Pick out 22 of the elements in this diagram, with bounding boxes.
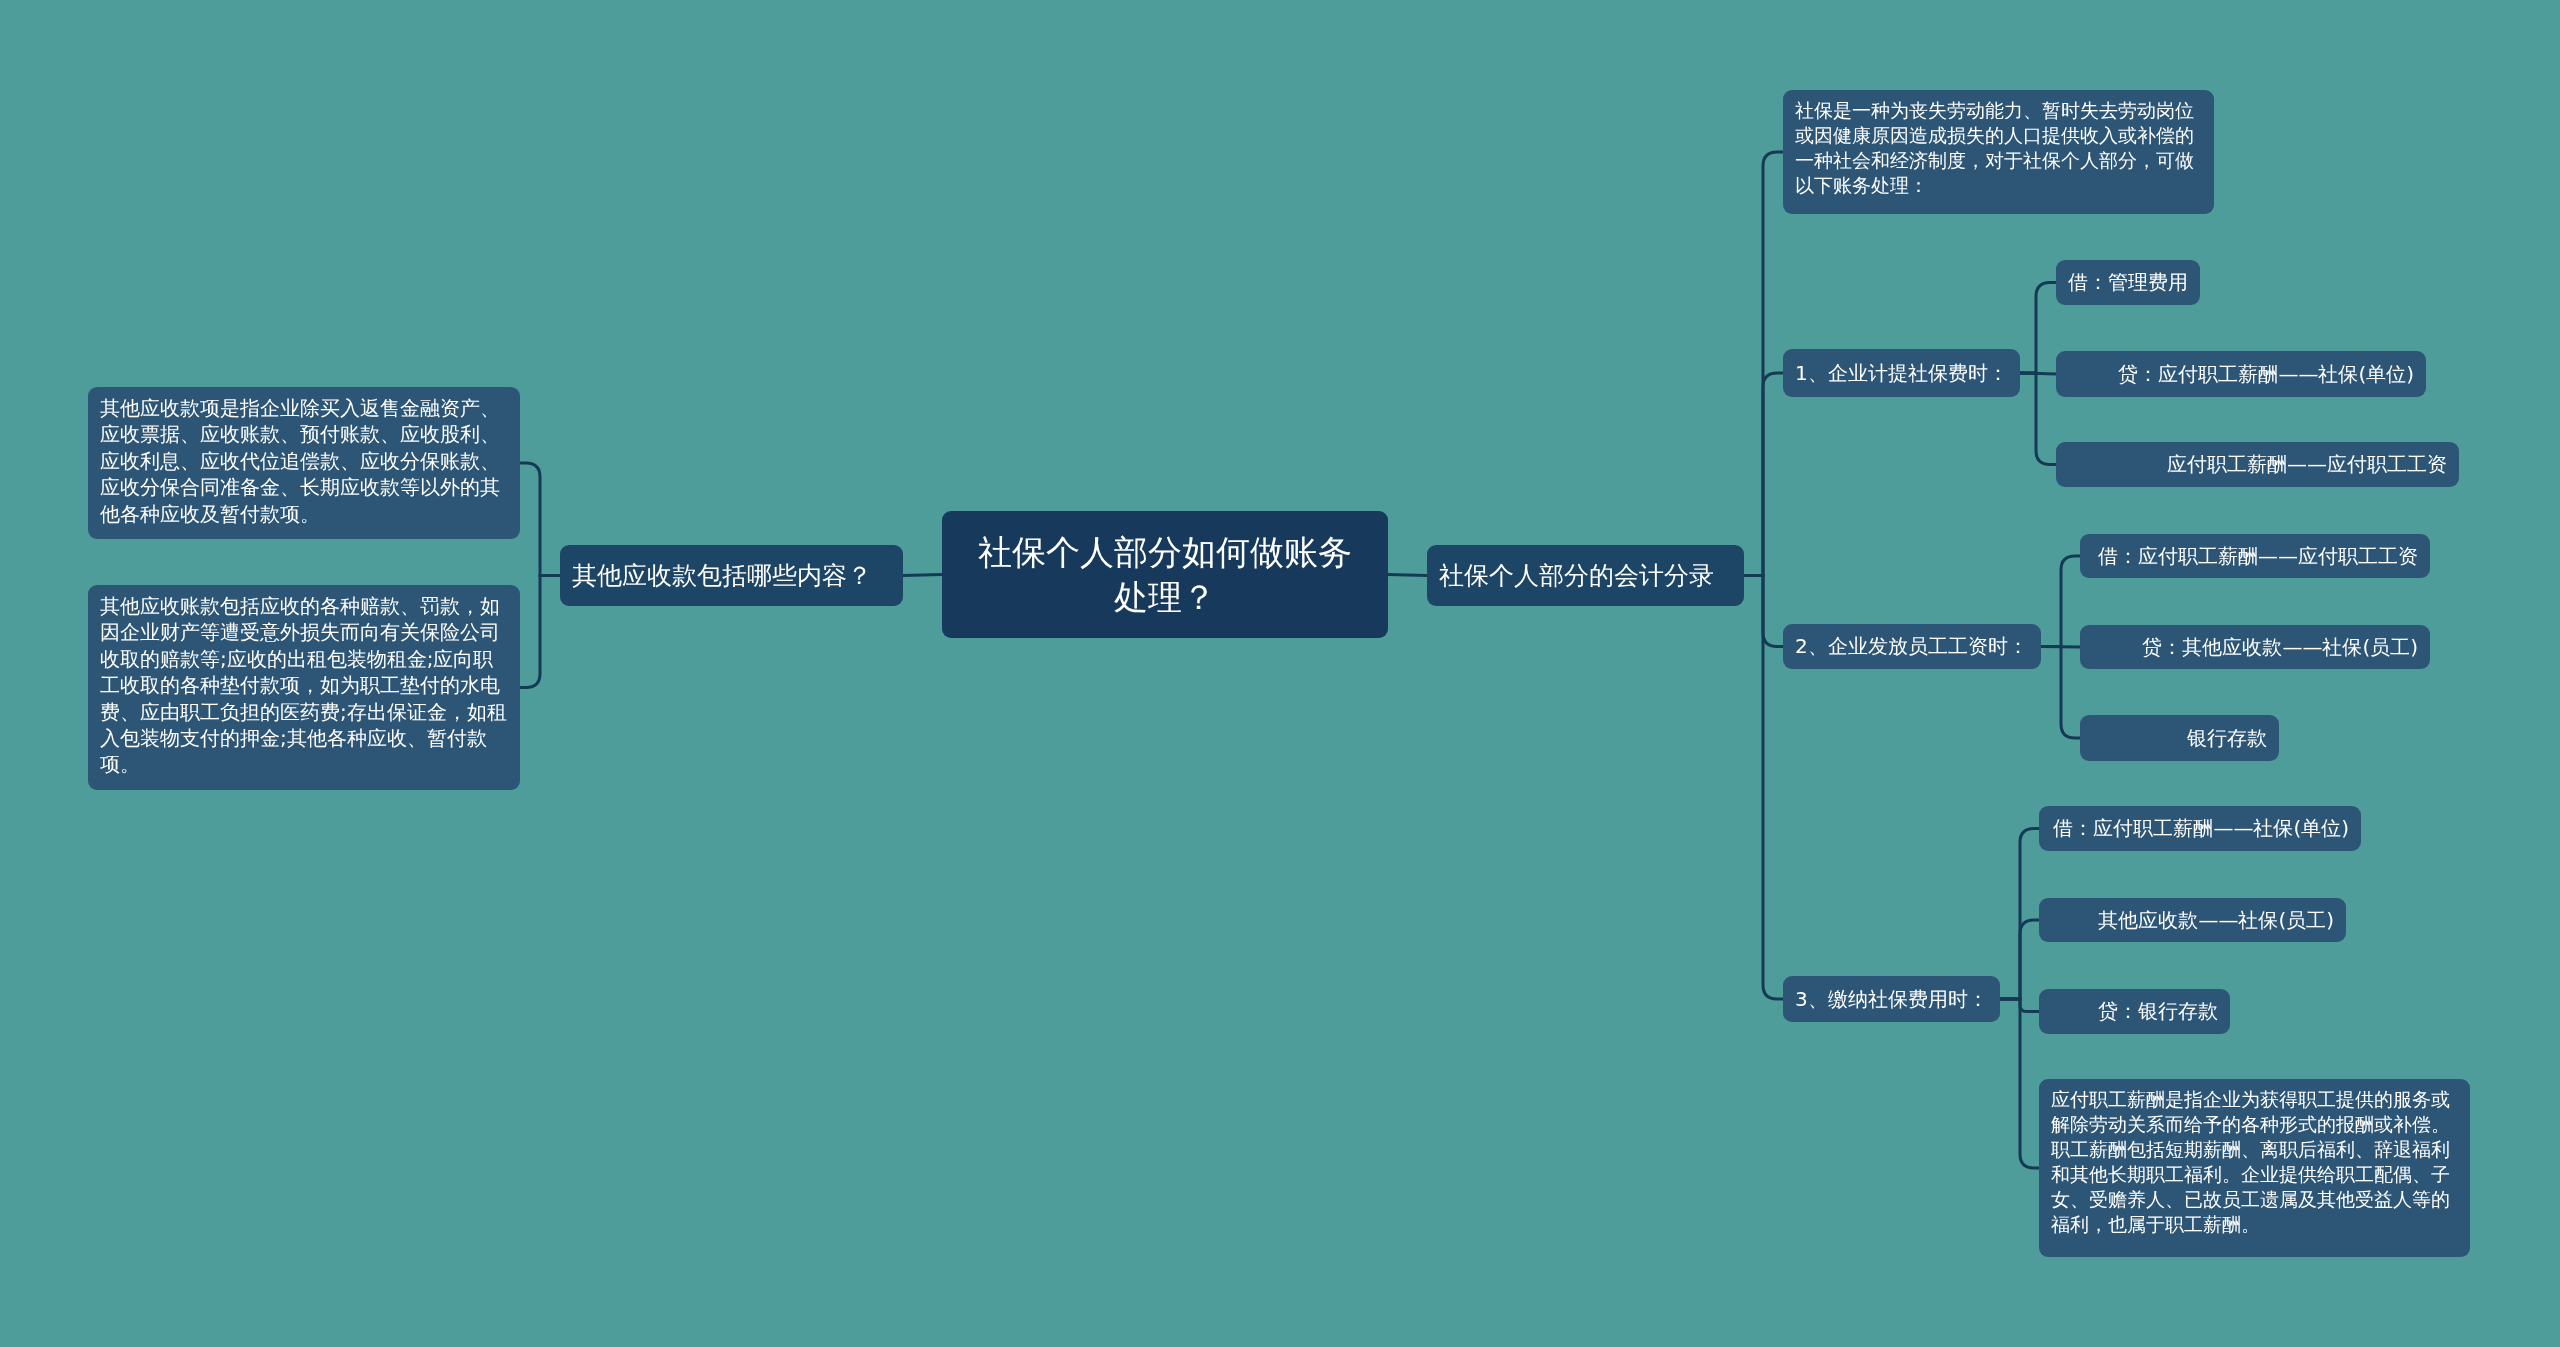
connector-line <box>902 573 943 577</box>
connector-line <box>1744 574 1783 1001</box>
note-box: 贷：应付职工薪酬——社保(单位) <box>2056 351 2426 397</box>
note-box: 借：应付职工薪酬——社保(单位) <box>2039 806 2361 851</box>
note-box: 银行存款 <box>2080 715 2279 761</box>
branch-box: 其他应收款包括哪些内容？ <box>560 545 903 606</box>
note-box: 借：管理费用 <box>2056 260 2200 305</box>
note-box: 贷：其他应收款——社保(员工) <box>2080 625 2430 669</box>
branch-box: 社保个人部分的会计分录 <box>1427 545 1744 606</box>
note-box: 1、企业计提社保费时： <box>1783 349 2020 397</box>
note-box: 其他应收账款包括应收的各种赔款、罚款，如因企业财产等遭受意外损失而向有关保险公司收取的赔款等;应收的出租包装物租金;应向职工收取的各种垫付款项，如为职工垫付的水电费、应由职工负担的医药费;存出保证金，如租入包装物支付的押金;其他各种应收、暂付款项。 <box>88 585 520 790</box>
note-box: 借：应付职工薪酬——应付职工工资 <box>2080 534 2430 578</box>
note-box: 社保是一种为丧失劳动能力、暂时失去劳动岗位或因健康原因造成损失的人口提供收入或补偿的一种社会和经济制度，对于社保个人部分，可做以下账务处理： <box>1783 90 2214 214</box>
note-box: 应付职工薪酬是指企业为获得职工提供的服务或解除劳动关系而给予的各种形式的报酬或补偿。职工薪酬包括短期薪酬、离职后福利、辞退福利和其他长期职工福利。企业提供给职工配偶、子女、受赡养人、已故员工遗属及其他受益人等的福利，也属于职工薪酬。 <box>2039 1079 2470 1257</box>
note-box: 其他应收款项是指企业除买入返售金融资产、应收票据、应收账款、预付账款、应收股利、应收利息、应收代位追偿款、应收分保账款、应收分保合同准备金、长期应收款等以外的其他各种应收及暂付款项。 <box>88 387 520 539</box>
connector-line <box>1387 573 1428 577</box>
note-box: 其他应收款——社保(员工) <box>2039 898 2346 942</box>
note-box: 3、缴纳社保费用时： <box>1783 976 2000 1022</box>
topic-box: 社保个人部分如何做账务处理？ <box>942 511 1388 638</box>
note-box: 应付职工薪酬——应付职工工资 <box>2056 442 2459 487</box>
note-box: 贷：银行存款 <box>2039 989 2230 1034</box>
note-box: 2、企业发放员工工资时： <box>1783 624 2041 669</box>
